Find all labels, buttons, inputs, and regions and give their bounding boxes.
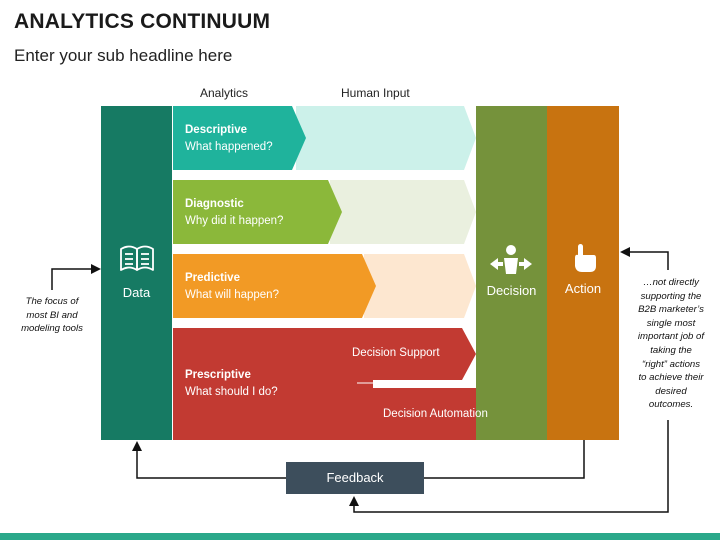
left-note: The focus of most BI and modeling tools: [4, 295, 100, 336]
diagnostic-arrow: [173, 180, 342, 244]
right-note-line: single most: [646, 317, 696, 329]
outcome-loop-line: [353, 420, 669, 513]
column-label-analytics: Analytics: [200, 86, 249, 100]
left-note-line: most BI and: [26, 309, 78, 321]
decision-automation-label: Decision Automation: [383, 408, 488, 420]
book-icon: [120, 245, 154, 271]
right-note-arrowhead: [620, 247, 630, 257]
decision-support-label: Decision Support: [352, 347, 440, 359]
feedback-line-data: [136, 451, 286, 479]
feedback-arrowhead-data: [132, 441, 142, 451]
prescriptive-name: Prescriptive: [185, 369, 251, 381]
descriptive-tail: [296, 106, 476, 170]
left-note-line: modeling tools: [21, 323, 83, 335]
outcome-loop-arrowhead: [349, 496, 359, 506]
left-note-line: The focus of: [25, 296, 79, 307]
right-note-line: …not directly: [643, 277, 699, 288]
prescriptive-text: Prescriptive What should I do?: [185, 367, 278, 401]
prescriptive-question: What should I do?: [185, 386, 278, 398]
right-note-line: taking the: [650, 344, 692, 356]
diagnostic-name: Diagnostic: [185, 198, 244, 210]
right-note-line: to achieve their: [638, 372, 704, 384]
predictive-name: Predictive: [185, 272, 240, 284]
pointer-hand-icon: [575, 244, 596, 272]
data-column: [101, 106, 172, 440]
data-label: Data: [122, 285, 151, 300]
right-note-line: important job of: [637, 331, 705, 343]
descriptive-name: Descriptive: [185, 124, 248, 136]
left-note-connector: [51, 268, 92, 290]
right-note-line: supporting the: [640, 290, 702, 302]
diagnostic-tail: [330, 180, 476, 244]
page-title: ANALYTICS CONTINUUM: [14, 10, 271, 33]
predictive-text: Predictive What will happen?: [185, 270, 279, 304]
column-label-human-input: Human Input: [341, 86, 410, 100]
predictive-arrow: [173, 254, 376, 318]
bottom-accent-bar: [0, 533, 720, 540]
left-note-arrowhead: [91, 264, 101, 274]
descriptive-arrow: [173, 106, 306, 170]
action-label: Action: [564, 281, 602, 296]
predictive-question: What will happen?: [185, 289, 279, 301]
right-note-line: B2B marketer’s: [638, 304, 704, 316]
prescriptive-block: [173, 328, 544, 440]
right-note-line: outcomes.: [648, 399, 694, 411]
diagnostic-question: Why did it happen?: [185, 215, 284, 227]
right-note-line: desired: [655, 385, 687, 397]
decision-label: Decision: [486, 283, 537, 298]
right-note-line: “right” actions: [641, 358, 701, 370]
right-note: …not directly supporting the B2B markete…: [625, 276, 717, 412]
right-note-connector: [630, 251, 669, 270]
feedback-box: [286, 462, 424, 494]
diagnostic-text: Diagnostic Why did it happen?: [185, 196, 283, 230]
person-choice-icon: [490, 245, 532, 274]
predictive-tail: [364, 254, 476, 318]
page-subtitle: Enter your sub headline here: [14, 46, 233, 65]
feedback-line-action: [424, 440, 585, 479]
feedback-label: Feedback: [326, 470, 384, 485]
descriptive-text: Descriptive What happened?: [185, 122, 273, 156]
descriptive-question: What happened?: [185, 141, 273, 153]
action-column: [547, 106, 619, 440]
